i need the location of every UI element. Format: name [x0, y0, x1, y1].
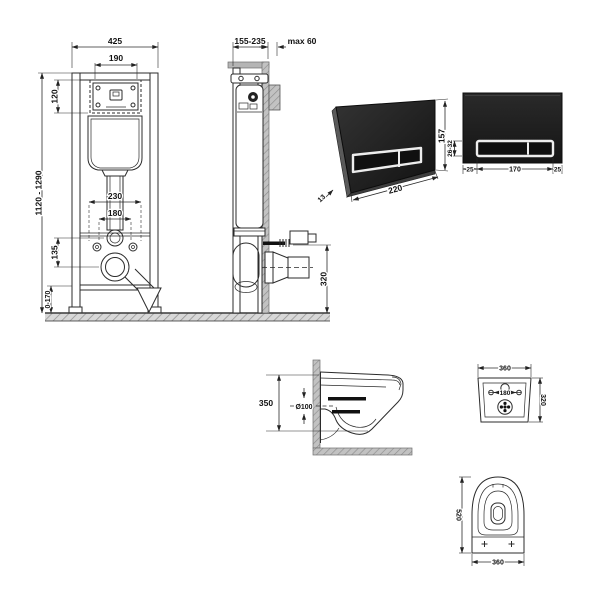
frame-front-dimensions: 425 190 120 1120 - 1290 230 180 135 0-17…	[32, 35, 159, 314]
bowl-side-dimensions: 350 Ø100	[258, 374, 368, 432]
rear-drain-rosette	[497, 399, 513, 415]
bowl-top-dimensions: 520 360	[453, 476, 525, 568]
bowl-profile	[290, 371, 404, 443]
flush-opening	[490, 502, 506, 525]
drain-outlet	[100, 252, 162, 314]
dim-margin-right: 25	[554, 167, 562, 174]
dim-outlet-height: 320	[319, 272, 329, 286]
frame-structure	[68, 72, 162, 314]
cistern-side	[232, 84, 266, 293]
bowl-top-view: 520 360	[453, 476, 525, 568]
cistern-access-panel	[89, 79, 142, 114]
dim-drain-diameter: Ø100	[295, 404, 312, 411]
bowl-rear-view: 180 360 320	[477, 364, 547, 423]
dim-stud-span: 180	[108, 208, 122, 218]
dim-wall-clearance: max 60	[288, 36, 317, 46]
water-supply-connection	[263, 230, 317, 247]
waste-outlet-connection	[262, 251, 313, 284]
flush-buttons-front	[475, 139, 555, 158]
dim-button-band-height: 26-32	[447, 140, 454, 157]
dim-fixing-span: 230	[108, 191, 122, 201]
plate-front-dimensions: 25 170 25 26-32	[446, 139, 562, 175]
dim-bowl-rear-width: 360	[499, 366, 511, 373]
dim-cutout-height: 120	[50, 89, 60, 103]
flush-plate-face	[335, 99, 436, 194]
bowl-rear-dimensions: 360 320	[477, 364, 547, 423]
dim-foot-adjust: 0-170	[45, 290, 52, 308]
flush-buttons-perspective	[351, 146, 423, 174]
dim-buttons-width: 170	[509, 167, 521, 174]
dim-depth-range: 155-235	[234, 36, 265, 46]
dim-margin-left: 25	[466, 167, 474, 174]
dim-plate-height: 157	[437, 129, 447, 143]
dim-bolt-spacing: 180	[500, 390, 511, 397]
dim-bowl-height: 350	[259, 398, 273, 408]
ground-hatch	[45, 312, 330, 322]
seat-mount-marks	[481, 541, 515, 547]
bowl-side-view: 350 Ø100	[258, 359, 413, 456]
frame-side-dimensions: 155-235 max 60 320	[232, 35, 331, 314]
dim-bowl-rear-height: 320	[539, 394, 546, 406]
frame-side-view: 155-235 max 60 320	[227, 35, 331, 314]
dim-bowl-top-width: 360	[492, 560, 504, 567]
flush-plate-front-view: 25 170 25 26-32	[446, 92, 563, 175]
dim-cutout-width: 190	[109, 53, 123, 63]
dim-drain-offset: 135	[50, 245, 60, 259]
frame-front-view: 425 190 120 1120 - 1290 230 180 135 0-17…	[32, 35, 162, 314]
dim-frame-width: 425	[108, 36, 122, 46]
dim-bowl-depth: 520	[455, 509, 462, 521]
dim-frame-height-range: 1120 - 1290	[34, 170, 44, 215]
flush-plate-perspective-view: 157 220 13	[316, 98, 449, 205]
dim-plate-thickness: 13	[317, 194, 328, 204]
flush-pipe-connector	[92, 229, 138, 252]
